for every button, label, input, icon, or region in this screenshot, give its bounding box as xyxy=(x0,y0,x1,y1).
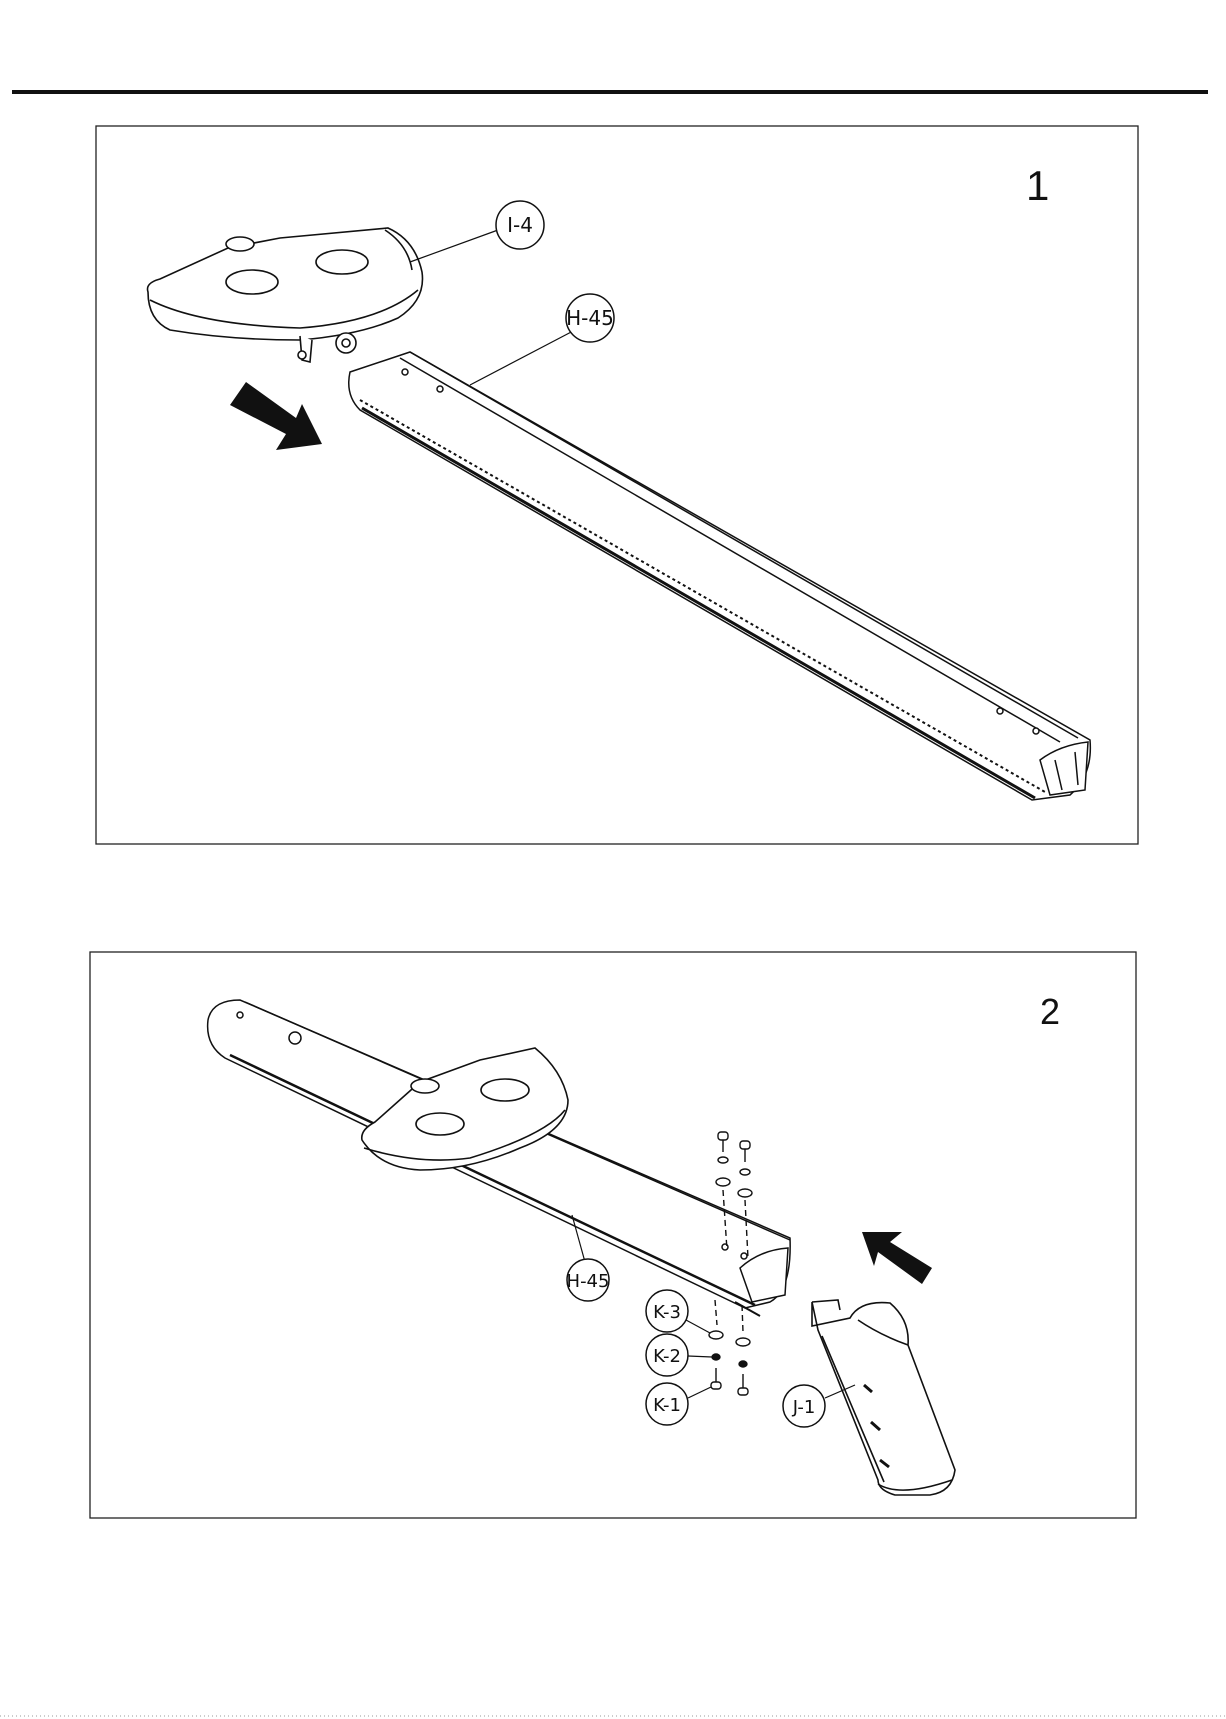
direction-arrow-icon xyxy=(230,382,322,450)
foot-pedal-part xyxy=(148,228,423,362)
step-2-number: 2 xyxy=(1040,991,1060,1032)
step-1-panel: 1 I-4 xyxy=(96,126,1138,844)
direction-arrow-2-icon xyxy=(862,1232,932,1284)
callout-K-1-label: K-1 xyxy=(653,1395,681,1416)
callout-K-1: K-1 xyxy=(646,1383,711,1425)
callout-H-45-step-2-label: H-45 xyxy=(567,1271,610,1292)
step-1-number: 1 xyxy=(1026,162,1049,209)
end-cap-part xyxy=(812,1300,955,1495)
step-2-panel: 2 H-45 xyxy=(90,952,1136,1518)
callout-K-3: K-3 xyxy=(646,1290,710,1333)
header-rule xyxy=(12,90,1208,94)
callout-I-4: I-4 xyxy=(410,201,544,262)
callout-H-45-step-1: H-45 xyxy=(470,294,614,385)
callout-H-45-step-1-label: H-45 xyxy=(566,306,614,330)
rail-part xyxy=(349,352,1091,800)
callout-K-3-label: K-3 xyxy=(653,1302,681,1323)
callout-K-2-label: K-2 xyxy=(653,1346,681,1367)
rail-part-assembled xyxy=(208,1000,791,1316)
callout-I-4-label: I-4 xyxy=(507,213,533,237)
callout-J-1-label: J-1 xyxy=(792,1397,816,1418)
lower-bolt-set xyxy=(709,1300,750,1395)
callout-K-2: K-2 xyxy=(646,1334,712,1376)
